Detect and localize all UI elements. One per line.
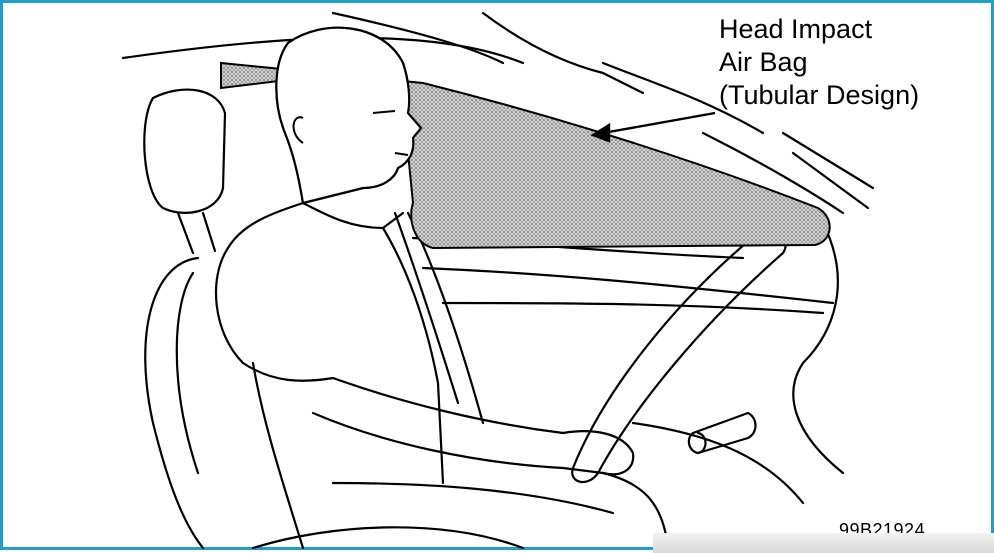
headrest-post-1 [178,213,193,253]
chest-side [253,363,303,548]
pillar-top [483,13,643,93]
forearm-bottom [313,413,563,468]
scan-artifact [653,533,994,553]
seat-inner [177,273,198,473]
callout-line-1: Head Impact [719,13,919,46]
steering-rim [572,230,785,482]
door-line-1 [423,268,833,303]
airbag-callout-label: Head Impact Air Bag (Tubular Design) [719,13,919,112]
seat-back [145,258,203,548]
door-line-2 [443,303,823,313]
head [276,28,421,203]
lap [333,483,613,513]
callout-line-3: (Tubular Design) [719,79,919,112]
callout-line-2: Air Bag [719,46,919,79]
seat-bottom [253,527,523,548]
forearm-top [333,378,563,433]
headrest [144,90,225,213]
dash-curve [793,223,843,473]
collar [303,203,403,228]
shoulder [216,203,303,363]
dash-lower [633,423,803,503]
headrest-post-2 [203,213,215,251]
